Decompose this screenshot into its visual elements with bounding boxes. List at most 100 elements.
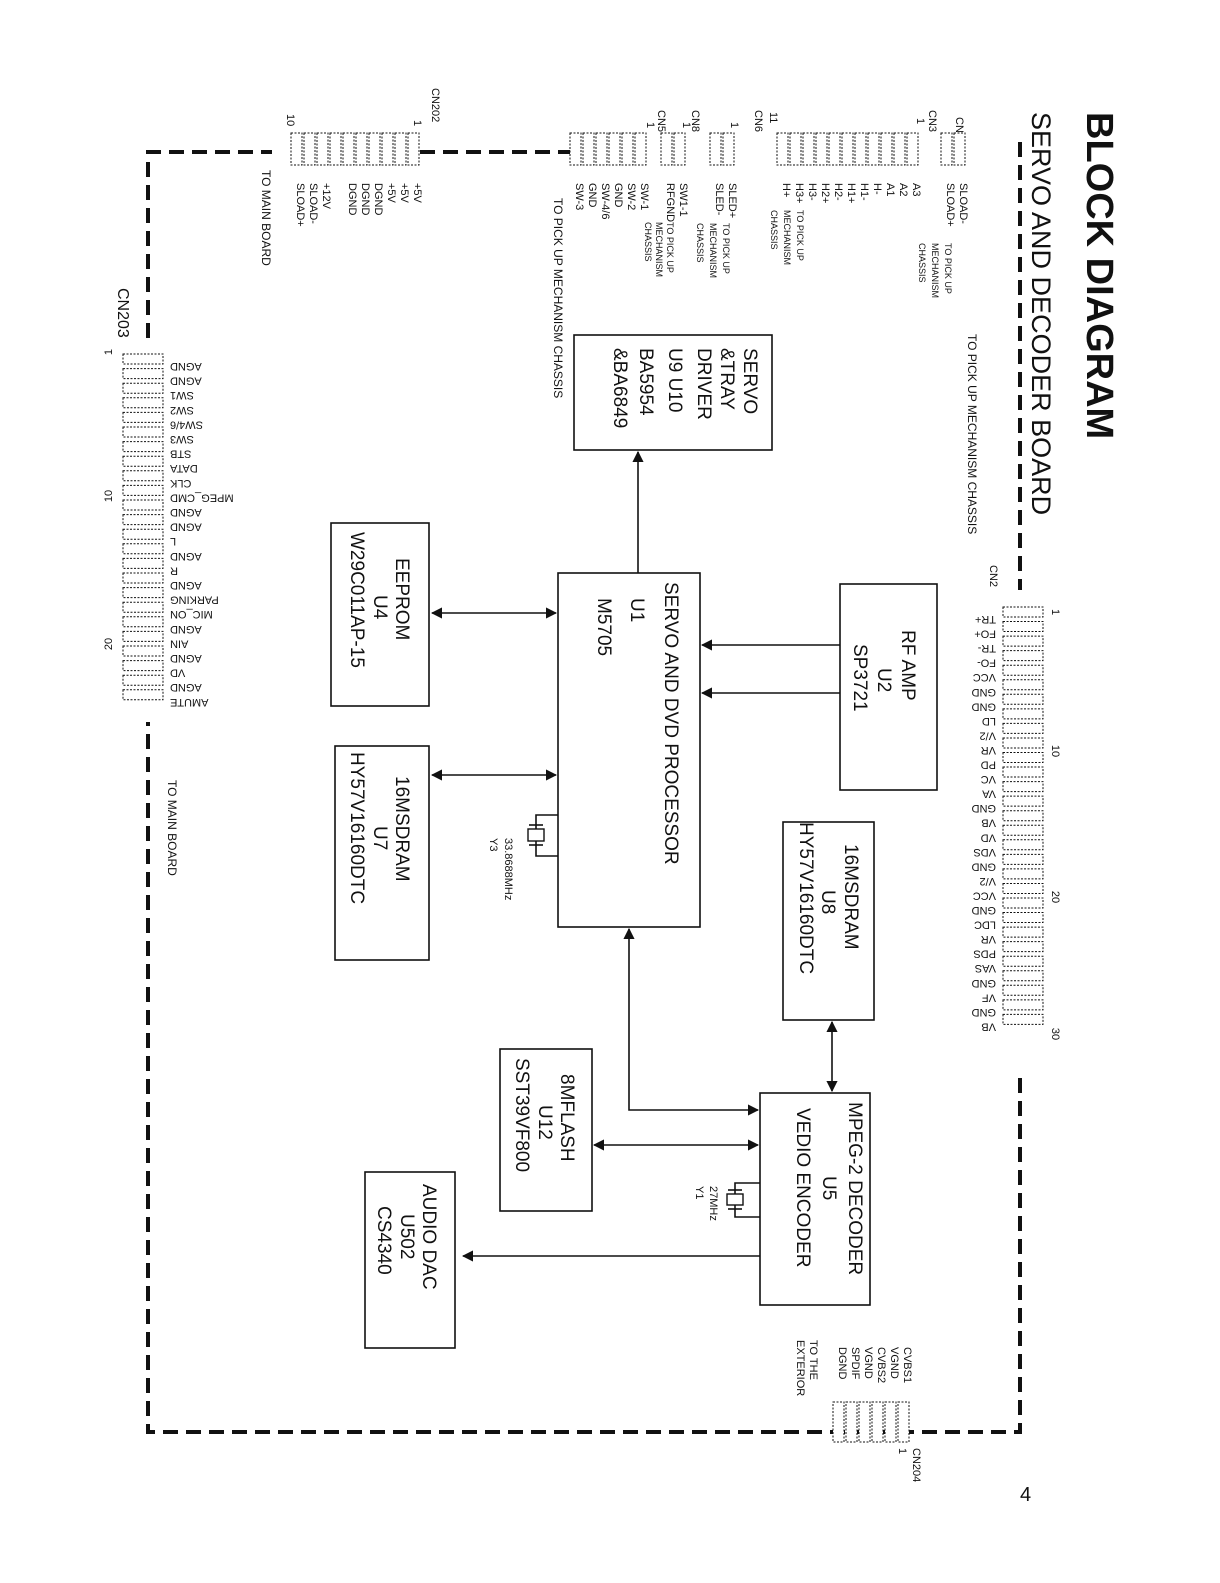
pin <box>1002 781 1044 793</box>
chip-line: DRIVER <box>693 348 714 420</box>
pin <box>953 132 966 166</box>
cn3-note: TO PICK UP <box>795 210 805 261</box>
board-outline <box>146 142 1022 1434</box>
pin <box>122 528 164 540</box>
cn3-pin-label: H2+ <box>819 183 831 204</box>
cn8-note: CHASSIS <box>643 222 653 262</box>
pin <box>1002 679 1044 691</box>
cn204-pin1: 1 <box>896 1448 908 1454</box>
connections <box>430 450 840 1262</box>
pin <box>1002 693 1044 705</box>
cn2-pin-label: VB <box>981 817 996 829</box>
pin <box>722 132 735 166</box>
pin <box>621 132 634 166</box>
chip-line: U5 <box>818 1176 839 1200</box>
cn204-pin-label: VGND <box>888 1347 900 1379</box>
chip-line: 8MFLASH <box>556 1074 577 1162</box>
cn7-note: MECHANISM <box>930 243 940 298</box>
cn3-pin-label: A2 <box>897 183 909 196</box>
cn202-pin-label: SLOAD- <box>307 183 319 224</box>
cn8-note: MECHANISM <box>654 222 664 277</box>
arrow-processor-mpeg <box>623 927 760 1116</box>
cn203-pin-label: SW3 <box>170 433 194 445</box>
pin <box>709 132 722 166</box>
cn204-pin-label: SPDIF <box>849 1347 861 1380</box>
chip-sdram-u8: 16MSDRAM U8 HY57V16160DTC <box>782 821 875 1021</box>
cn204-note: EXTERIOR <box>794 1340 806 1396</box>
cn202-pin10: 10 <box>284 114 296 126</box>
pin <box>1002 955 1044 967</box>
cn3-pin11: 11 <box>767 112 779 123</box>
cn8-pin-label: SW1-1 <box>677 183 689 217</box>
cn5-name: CN5 <box>655 110 667 132</box>
cn3-pin-label: H+ <box>780 183 792 197</box>
cn203-pin-label: AGND <box>170 550 202 562</box>
pin <box>802 132 815 166</box>
pin <box>303 132 316 166</box>
pin <box>122 353 164 365</box>
cn204-pin-label: CVBS1 <box>901 1347 913 1383</box>
chip-line: U7 <box>369 826 390 850</box>
cn5-pin-label: GND <box>612 183 624 208</box>
pin <box>832 1401 845 1443</box>
chip-line: U12 <box>534 1105 555 1140</box>
page-number: 4 <box>1020 1484 1031 1506</box>
pin <box>828 132 841 166</box>
pin <box>1002 853 1044 865</box>
cn203-pin-label: MIC_ON <box>170 608 213 620</box>
chip-eeprom: EEPROM U4 W29C011AP-15 <box>330 522 430 707</box>
cn6-note: TO PICK UP <box>721 223 731 274</box>
cn203-pin-label: SW1 <box>170 389 194 401</box>
chip-dvd-processor: SERVO AND DVD PROCESSOR U1 M5705 <box>557 572 701 928</box>
pin <box>880 132 893 166</box>
cn3-pin-label: H- <box>871 183 883 195</box>
pin <box>122 455 164 467</box>
cn8-pin-label: RFGND <box>664 183 676 222</box>
pin <box>1002 810 1044 822</box>
cn6-name: CN6 <box>752 110 764 132</box>
cn2-pin-label: VA <box>981 788 996 800</box>
cn3-pin-label: H1- <box>858 183 870 201</box>
cn204-name: CN204 <box>910 1448 922 1482</box>
pin <box>884 1401 897 1443</box>
cn2-pin-label: GND <box>972 904 997 916</box>
diagram-subtitle-group: SERVO AND DECODER BOARD <box>1026 112 1056 515</box>
cn2-pin-label: VAS <box>975 962 996 974</box>
pin <box>1002 912 1044 924</box>
cn203-pin-label: AGND <box>170 623 202 635</box>
pin <box>1002 722 1044 734</box>
pin <box>608 132 621 166</box>
pin <box>122 382 164 394</box>
cn3-name: CN3 <box>926 110 938 132</box>
pin <box>122 689 164 701</box>
crystal-y3: 33.8688MHz Y3 <box>487 814 558 900</box>
cn202-pin-label: +5V <box>411 183 423 204</box>
chip-line: AUDIO DAC <box>418 1184 439 1290</box>
cn202-name: CN202 <box>429 88 441 122</box>
pin <box>1002 795 1044 807</box>
chip-line: 16MSDRAM <box>840 844 861 950</box>
cn203-note: TO MAIN BOARD <box>165 780 179 876</box>
pin <box>1002 897 1044 909</box>
pin <box>841 132 854 166</box>
pin <box>1002 1013 1044 1025</box>
crystal-y3-freq: 33.8688MHz <box>502 838 514 900</box>
cn3-pin-label: A3 <box>910 183 922 196</box>
pin <box>1002 941 1044 953</box>
pin <box>940 132 953 166</box>
cn203-pin-label: DATA <box>169 462 197 474</box>
cn7-note: CHASSIS <box>917 243 927 283</box>
pin <box>122 645 164 657</box>
pin <box>1002 635 1044 647</box>
cn203-pin20: 20 <box>103 638 115 650</box>
cn202-pin-label: +12V <box>320 183 332 210</box>
chip-rf-amp: RF AMP U2 SP3721 <box>839 583 938 791</box>
pin <box>122 514 164 526</box>
pin <box>569 132 582 166</box>
cn2-pin-label: FO+ <box>974 628 996 640</box>
crystal-y1-freq: 27MHz <box>707 1186 719 1221</box>
cn2-pin-label: VR <box>981 744 996 756</box>
cn5-pin-label: SW-4/6 <box>599 183 611 219</box>
chip-sdram-u7: 16MSDRAM U7 HY57V16160DTC <box>334 745 430 961</box>
cn6-pin-label: SLED+ <box>726 183 738 218</box>
